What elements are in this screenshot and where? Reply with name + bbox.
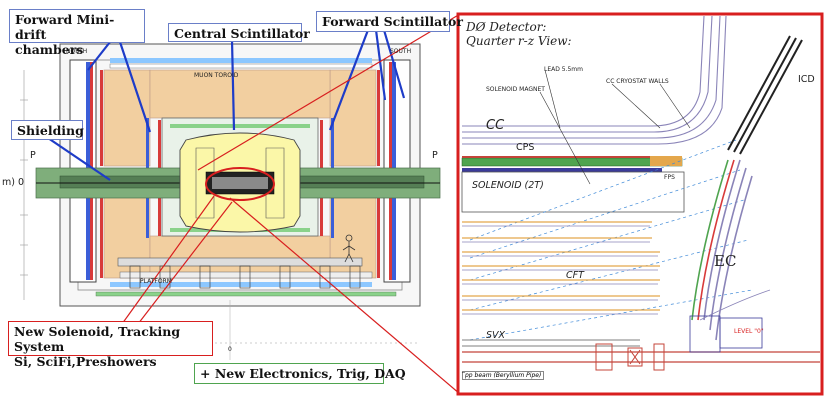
cc-walls-label: CC CRYOSTAT WALLS (606, 78, 669, 85)
lead-label: LEAD 5.5mm (544, 66, 583, 73)
shielding-label: Shielding (11, 120, 84, 140)
north-label: NORTH (66, 48, 88, 55)
new-electronics-label: + New Electronics, Trig, DAQ (194, 363, 406, 384)
p-left-label: P (30, 150, 36, 161)
cps-label: CPS (516, 142, 535, 153)
solenoid-magnet-label: SOLENOID MAGNET (486, 86, 545, 93)
ec-label: EC (714, 252, 737, 270)
left-elevation-view (20, 43, 441, 360)
p-right-label: P (432, 150, 438, 161)
new-solenoid-label: New Solenoid, Tracking System Si, SciFi,… (8, 321, 213, 369)
m0-label: m) 0 (2, 177, 25, 188)
svx-label: SVX (486, 330, 506, 341)
beam-pipe-label: ̅pp beam (Beryllium Pipe) (462, 371, 545, 380)
rz-subtitle: Quarter r-z View: (466, 34, 572, 48)
cft-label: CFT (566, 270, 584, 281)
rz-title: DØ Detector: (466, 20, 547, 34)
forward-minidrift-label: Forward Mini-drift chambers (9, 9, 145, 57)
quarter-rz-view (456, 12, 824, 396)
level0-label: LEVEL "0" (734, 328, 764, 335)
icd-label: ICD (798, 74, 815, 85)
callout-pointers (47, 29, 406, 181)
zoom-lines (121, 13, 461, 395)
zero-label: 0 (228, 346, 232, 353)
forward-scintillator-label: Forward Scintillator (316, 11, 463, 32)
solenoid-label: SOLENOID (2T) (472, 180, 544, 191)
south-label: SOUTH (390, 48, 412, 55)
cc-label: CC (486, 118, 505, 133)
fps-label: FPS (664, 174, 675, 181)
central-scintillator-label: Central Scintillator (168, 23, 310, 42)
muon-toroid-label: MUON TOROID (194, 72, 239, 79)
platform-label: PLATFORM (140, 278, 172, 285)
